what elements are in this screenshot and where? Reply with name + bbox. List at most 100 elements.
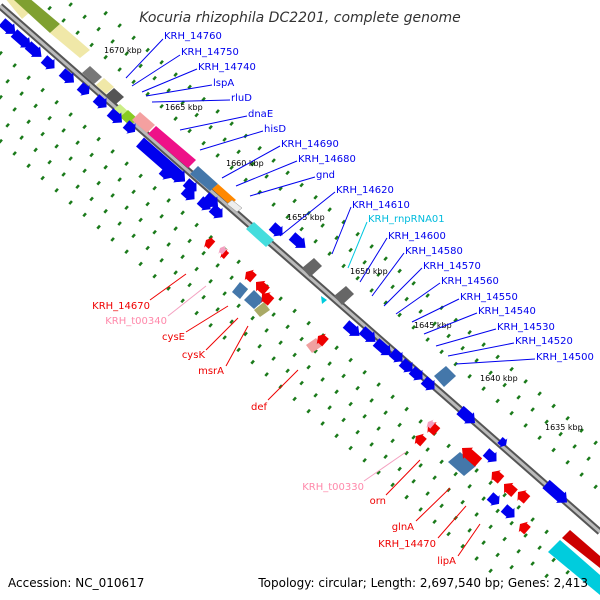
forward-gene-arrow[interactable]: [201, 191, 222, 212]
forward-gene-arrow[interactable]: [357, 325, 380, 347]
forward-gene-arrow[interactable]: [23, 40, 46, 62]
forward-gene-arrow[interactable]: [541, 478, 572, 508]
gene-label[interactable]: KRH_t00330: [302, 482, 364, 493]
forward-gene-arrow[interactable]: [481, 447, 501, 467]
forward-gene-arrow[interactable]: [157, 165, 175, 183]
gene-label[interactable]: KRH_14670: [92, 301, 150, 312]
gene-label[interactable]: KRH_14550: [460, 292, 518, 303]
reverse-gene-arrow[interactable]: [201, 235, 216, 251]
forward-gene-arrow[interactable]: [499, 503, 519, 523]
tick-mark: [61, 172, 66, 177]
gene-label[interactable]: KRH_14540: [478, 306, 536, 317]
forward-gene-arrow[interactable]: [387, 347, 407, 367]
leader-line: [149, 273, 187, 301]
reverse-gene-arrow[interactable]: [513, 487, 531, 505]
forward-gene-arrow[interactable]: [181, 177, 201, 197]
reverse-gene-arrow[interactable]: [499, 479, 519, 499]
tick-mark: [236, 347, 241, 353]
gene-label[interactable]: KRH_14740: [198, 62, 256, 73]
gene-label[interactable]: cysE: [162, 332, 185, 343]
reverse-gene-arrow[interactable]: [218, 247, 230, 260]
forward-gene-arrow[interactable]: [267, 221, 287, 241]
gene-label[interactable]: KRH_14760: [164, 31, 222, 42]
reverse-gene-arrow[interactable]: [411, 431, 428, 448]
forward-gene-arrow[interactable]: [207, 203, 227, 223]
gene-label[interactable]: rluD: [231, 93, 252, 104]
gene-label[interactable]: KRH_14530: [497, 322, 555, 333]
forward-gene-arrow[interactable]: [287, 231, 310, 253]
genome-summary-text: Topology: circular; Length: 2,697,540 bp…: [257, 576, 588, 590]
leader-line: [423, 312, 478, 335]
reverse-gene-arrow[interactable]: [457, 442, 483, 468]
leader-line: [151, 99, 231, 103]
tick-mark: [12, 107, 17, 112]
tick-mark: [390, 482, 395, 488]
gene-label[interactable]: def: [251, 402, 268, 413]
tick-mark: [250, 161, 255, 167]
trna-gene-arrow[interactable]: [424, 418, 436, 430]
tick-mark: [250, 315, 255, 321]
gene-label[interactable]: KRH_rnpRNA01: [368, 214, 445, 225]
reverse-gene-arrow[interactable]: [313, 331, 330, 348]
gene-label[interactable]: KRH_14600: [388, 231, 446, 242]
tick-mark: [68, 2, 73, 7]
tick-mark: [369, 244, 374, 249]
gene-label[interactable]: KRH_14620: [336, 185, 394, 196]
forward-gene-arrow[interactable]: [455, 404, 480, 428]
gene-label[interactable]: KRH_14610: [352, 200, 410, 211]
tick-mark: [369, 288, 374, 293]
gene-label[interactable]: hisD: [264, 124, 286, 135]
tick-mark: [474, 468, 479, 473]
forward-gene-arrow[interactable]: [419, 375, 439, 395]
leader-line: [331, 206, 352, 255]
forward-gene-arrow[interactable]: [121, 119, 139, 137]
forward-gene-arrow[interactable]: [397, 357, 417, 377]
gene-label[interactable]: lipA: [437, 556, 456, 567]
reverse-gene-arrow[interactable]: [241, 267, 258, 284]
forward-gene-arrow[interactable]: [105, 107, 126, 128]
tick-mark: [446, 531, 451, 537]
forward-gene-arrow[interactable]: [57, 67, 78, 88]
gene-label[interactable]: KRH_14570: [423, 261, 481, 272]
forward-gene-arrow[interactable]: [75, 81, 93, 99]
gene-label[interactable]: dnaE: [248, 109, 273, 120]
gene-label[interactable]: KRH_14500: [536, 352, 594, 363]
gene-label[interactable]: gnd: [316, 170, 335, 181]
reverse-gene-arrow[interactable]: [257, 289, 275, 307]
forward-gene-arrow[interactable]: [485, 491, 503, 509]
leader-line: [221, 145, 281, 179]
forward-gene-arrow[interactable]: [39, 54, 59, 74]
gene-label[interactable]: msrA: [198, 366, 224, 377]
forward-gene-arrow[interactable]: [0, 17, 20, 39]
gene-label[interactable]: KRH_14680: [298, 154, 356, 165]
reverse-gene-arrow[interactable]: [251, 277, 271, 297]
forward-gene-arrow[interactable]: [371, 337, 395, 361]
gene-label[interactable]: KRH_14560: [441, 276, 499, 287]
gene-label[interactable]: KRH_14750: [181, 47, 239, 58]
forward-gene-arrow[interactable]: [91, 93, 111, 113]
gene-label[interactable]: KRH_14580: [405, 246, 463, 257]
gene-label[interactable]: glnA: [392, 522, 414, 533]
gene-label[interactable]: cysK: [182, 350, 206, 361]
forward-gene-arrow[interactable]: [9, 28, 35, 53]
gene-label[interactable]: orn: [370, 496, 386, 507]
forward-gene-arrow[interactable]: [407, 365, 427, 385]
forward-gene-arrow[interactable]: [341, 319, 364, 341]
gene-label[interactable]: KRH_14520: [515, 336, 573, 347]
forward-gene-arrow[interactable]: [496, 435, 510, 449]
tick-mark: [425, 337, 430, 342]
gene-label[interactable]: KRH_t00340: [105, 316, 167, 327]
forward-gene-arrow[interactable]: [179, 185, 199, 205]
forward-gene-arrow[interactable]: [167, 167, 187, 187]
reverse-gene-arrow[interactable]: [487, 467, 505, 485]
tick-mark: [334, 433, 339, 439]
gene-label[interactable]: KRH_14470: [378, 539, 436, 550]
tick-mark: [348, 247, 353, 253]
leader-line: [395, 282, 441, 315]
tick-mark: [250, 359, 255, 365]
gene-label[interactable]: lspA: [213, 78, 234, 89]
tick-mark: [481, 496, 486, 501]
gene-label[interactable]: KRH_14690: [281, 139, 339, 150]
reverse-gene-arrow[interactable]: [515, 519, 532, 536]
trna-gene-arrow[interactable]: [216, 244, 228, 256]
